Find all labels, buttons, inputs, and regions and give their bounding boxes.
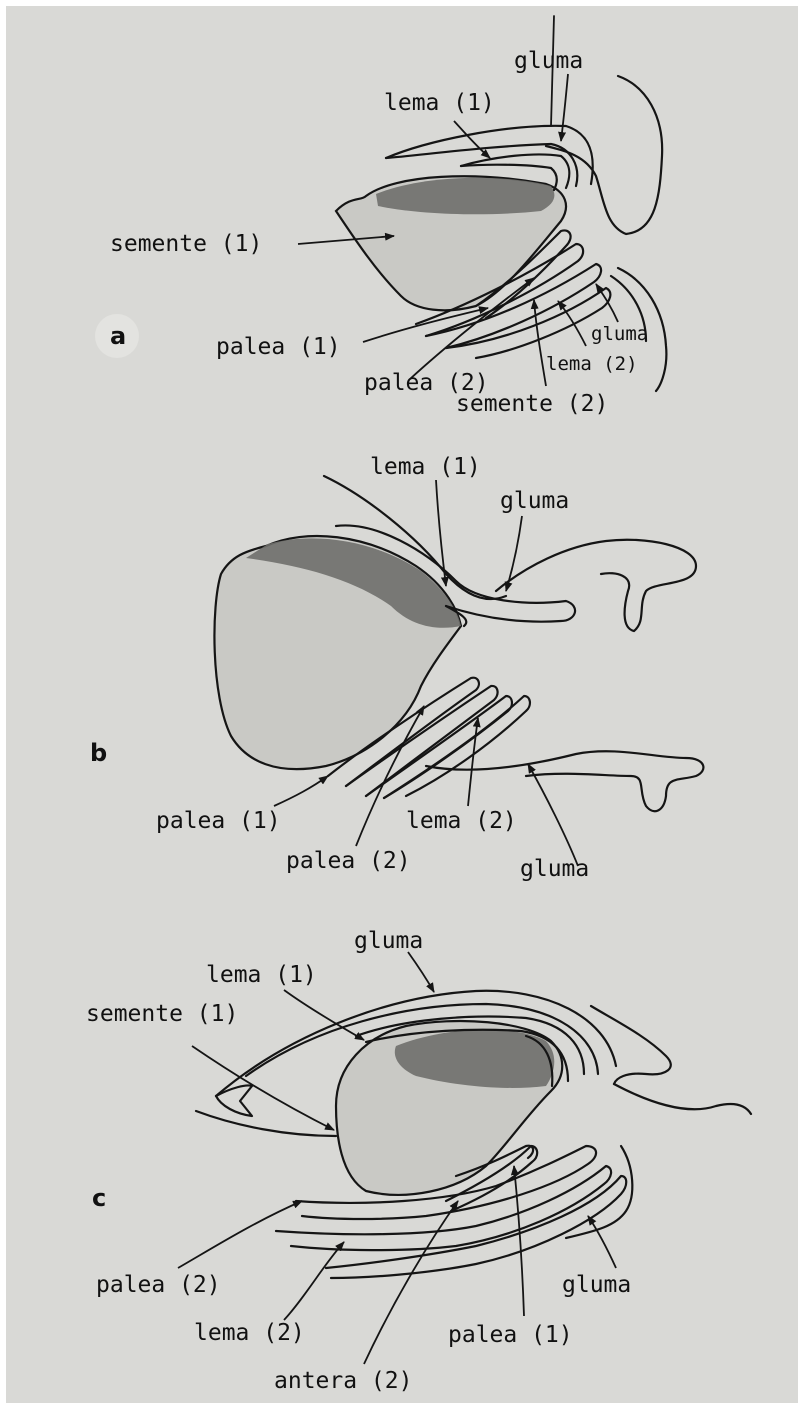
panel-a-arrow-gluma-top	[561, 74, 568, 141]
panel-c-arrow-antera-2	[364, 1201, 458, 1364]
panel-a-label-semente-1: semente (1)	[110, 231, 262, 257]
panel-a-label-gluma-right: gluma	[591, 323, 648, 345]
panel-b-label-palea-1: palea (1)	[156, 808, 281, 834]
panel-a-label-lema-2: lema (2)	[546, 353, 638, 375]
panel-c-arrow-palea-1	[514, 1166, 524, 1316]
panel-c: gluma lema (1) semente (1) palea (2) glu…	[86, 928, 751, 1394]
panel-c-label-lema-2: lema (2)	[194, 1320, 305, 1346]
panel-c-label-gluma-top: gluma	[354, 928, 423, 954]
panel-b-gluma-upper-outline	[496, 540, 696, 631]
panel-a-label-gluma-top: gluma	[514, 48, 583, 74]
panel-b: lema (1) gluma palea (1) lema (2) palea …	[90, 454, 703, 882]
panel-b-label-lema-2: lema (2)	[406, 808, 517, 834]
panel-c-label-palea-1: palea (1)	[448, 1322, 573, 1348]
panel-b-label-gluma-top: gluma	[500, 488, 569, 514]
panel-c-label-gluma-right: gluma	[562, 1272, 631, 1298]
panel-c-arrow-lema-2	[284, 1242, 344, 1320]
figure-plate: gluma lema (1) semente (1) palea (1) pal…	[6, 6, 798, 1403]
panel-a-letter: a	[110, 322, 126, 350]
panel-c-label-lema-1: lema (1)	[206, 962, 317, 988]
panel-b-label-gluma-bottom: gluma	[520, 856, 589, 882]
panel-a-arrow-lema-1	[454, 121, 490, 158]
panel-a-label-lema-1: lema (1)	[384, 90, 495, 116]
panel-b-label-palea-2: palea (2)	[286, 848, 411, 874]
panel-b-arrow-palea-1	[274, 776, 328, 806]
panel-b-label-lema-1: lema (1)	[370, 454, 481, 480]
panel-c-letter: c	[92, 1184, 106, 1212]
panel-b-arrow-lema-1	[436, 480, 446, 586]
panel-b-arrow-lema-2	[468, 718, 478, 806]
panel-c-lower-left-outline	[196, 1111, 336, 1136]
panel-c-arrow-gluma-top	[408, 952, 434, 992]
panel-c-gluma-right-outline	[591, 1006, 671, 1084]
panel-c-label-semente-1: semente (1)	[86, 1001, 238, 1027]
panel-a-label-semente-2: semente (2)	[456, 391, 608, 417]
panel-c-label-antera-2: antera (2)	[274, 1368, 412, 1394]
panel-a: gluma lema (1) semente (1) palea (1) pal…	[95, 16, 666, 417]
panel-b-arrow-gluma-bottom	[528, 764, 578, 866]
diagram-canvas: gluma lema (1) semente (1) palea (1) pal…	[6, 6, 798, 1403]
panel-c-arrow-palea-2	[178, 1201, 302, 1268]
panel-c-arrow-lema-1	[284, 990, 364, 1040]
panel-b-letter: b	[90, 739, 107, 767]
panel-c-gluma-right-lower	[614, 1084, 751, 1114]
panel-a-label-palea-1: palea (1)	[216, 334, 341, 360]
panel-c-label-palea-2: palea (2)	[96, 1272, 221, 1298]
panel-b-arrow-gluma-top	[506, 516, 522, 591]
